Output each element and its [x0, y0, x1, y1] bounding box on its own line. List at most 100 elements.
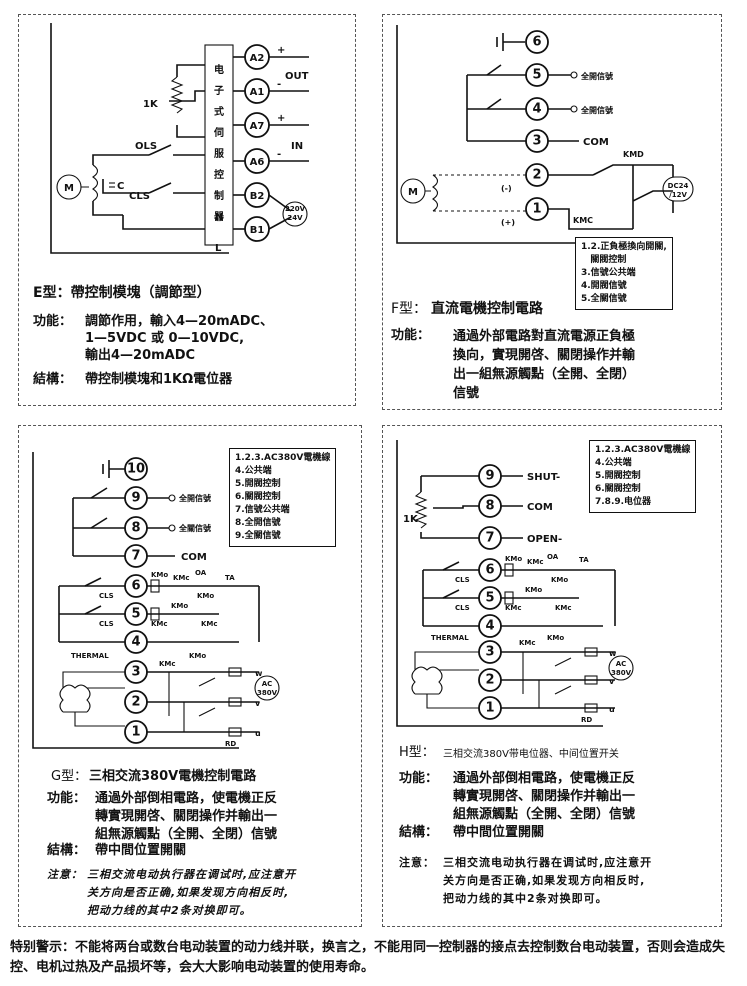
kmo-label-2: KMo: [551, 576, 568, 584]
com-label: COM: [527, 502, 553, 513]
w-label: w: [255, 669, 263, 678]
svg-text:/12V: /12V: [669, 191, 687, 199]
svg-text:24V: 24V: [287, 214, 303, 222]
panel-h-structure-text: 帶中間位置開關: [453, 825, 545, 840]
motor-winding-icon: [59, 671, 125, 727]
terminal-label: 7: [131, 549, 140, 564]
terminal-5: 5: [478, 586, 502, 610]
svg-text:M: M: [64, 183, 74, 194]
ground-icon: [102, 460, 126, 478]
svg-text:B2: B2: [250, 191, 265, 202]
svg-text:B1: B1: [250, 225, 265, 236]
c-label: C: [117, 181, 124, 192]
kmo-label-1: KMo: [151, 571, 168, 579]
svg-text:A2: A2: [250, 53, 265, 64]
ta-label: TA: [225, 574, 235, 582]
terminal-label: 8: [485, 499, 494, 514]
terminal-a7: A7: [244, 112, 270, 138]
terminal-label: 10: [127, 462, 145, 477]
supply-icon: 220V 24V: [282, 201, 308, 227]
panel-h-note-text: 三相交流电动执行器在调试时,应注意开 关方向是否正确,如果发现方向相反时, 把动…: [443, 856, 653, 905]
ac-supply-icon: AC 380V: [608, 655, 634, 681]
terminal-9: 9: [124, 486, 148, 510]
panel-e-function-text: 調節作用，輸入4—20mADC、 1—5VDC 或 0—10VDC, 輸出4—2…: [85, 314, 274, 363]
terminal-label: 6: [485, 563, 494, 578]
panel-e-structure-text: 帶控制模塊和1KΩ電位器: [85, 372, 233, 387]
terminal-label: 4: [131, 635, 140, 650]
kmo-label-4: KMo: [189, 652, 206, 660]
panel-f-legend: 1.2.正負極換向開關, 關閥控制 3.信號公共端 4.開閥信號 5.全關信號: [575, 237, 673, 310]
kmc-label-2: KMc: [151, 620, 168, 628]
panel-h-note-label: 注意：: [399, 856, 435, 869]
oa-label: OA: [195, 569, 207, 577]
kmc-label-1: KMc: [173, 574, 190, 582]
panel-g-title: 三相交流380V電機控制電路: [89, 769, 257, 784]
panel-e-diagram: 电子式伺服控制器 A2 A1 A7 A6 B2 B1 + - + - OUT I…: [50, 23, 309, 254]
panel-g-structure-label: 結構：: [47, 843, 87, 858]
terminal-3: 3: [124, 660, 148, 684]
panel-g-structure-text: 帶中間位置開關: [95, 843, 187, 858]
terminal-label: 3: [131, 665, 140, 680]
terminal-4: 4: [478, 614, 502, 638]
terminal-label: 5: [485, 591, 494, 606]
terminal-2: 2: [124, 690, 148, 714]
thermal-label: THERMAL: [431, 634, 469, 642]
in-label: IN: [291, 141, 303, 152]
terminal-8: 8: [478, 494, 502, 518]
svg-text:A7: A7: [250, 121, 265, 132]
kmc-label-4: KMc: [159, 660, 176, 668]
terminal-label: 2: [485, 673, 494, 688]
terminal-9: 9: [478, 464, 502, 488]
svg-text:4: 4: [532, 102, 541, 117]
terminal-2: 2: [525, 163, 549, 187]
oa-label: OA: [547, 553, 559, 561]
terminal-label: 6: [131, 579, 140, 594]
rd-label: RD: [225, 740, 236, 748]
module-label: 电子式伺服控制器: [213, 63, 225, 223]
svg-text:380V: 380V: [257, 689, 278, 697]
terminal-5: 5: [525, 63, 549, 87]
cls-label-2: CLS: [99, 620, 114, 628]
terminal-3: 3: [525, 129, 549, 153]
ta-label: TA: [579, 556, 589, 564]
terminal-1: 1: [478, 696, 502, 720]
pot-label: 1K: [143, 99, 159, 110]
terminal-2: 2: [478, 668, 502, 692]
panel-f-diagram: 6 5 4 3 2 1 全開信號 全開信號 COM M (-) (+) KMD …: [396, 25, 694, 244]
minus-sign: -: [277, 79, 281, 90]
terminal-5: 5: [124, 602, 148, 626]
sig-4-label: 全開信號: [580, 105, 613, 115]
cls-label-1: CLS: [99, 592, 114, 600]
terminal-label: 5: [131, 607, 140, 622]
kmc-label-1: KMc: [527, 558, 544, 566]
plus-sign: +: [277, 45, 285, 56]
panel-f-type: 6 5 4 3 2 1 全開信號 全開信號 COM M (-) (+) KMD …: [382, 14, 722, 410]
minus-sign: -: [277, 149, 281, 160]
svg-text:AC: AC: [616, 660, 627, 668]
plus-label: (+): [501, 218, 515, 227]
shut-label: SHUT-: [527, 472, 560, 483]
svg-text:5: 5: [532, 68, 541, 83]
svg-text:1: 1: [532, 202, 541, 217]
open-label: OPEN-: [527, 534, 562, 545]
svg-text:A1: A1: [250, 87, 265, 98]
terminal-b1: B1: [244, 216, 270, 242]
panel-g-function-label: 功能：: [47, 791, 87, 806]
plus-sign: +: [277, 113, 285, 124]
panel-e-title: E型：帶控制模塊（調節型）: [33, 285, 211, 301]
svg-text:A6: A6: [250, 157, 265, 168]
kmo-label-4: KMo: [547, 634, 564, 642]
com-label: COM: [583, 137, 609, 148]
ac-supply-icon: AC 380V: [254, 675, 280, 701]
u-label: u: [609, 705, 615, 714]
terminal-label: 7: [485, 531, 494, 546]
terminal-6: 6: [478, 558, 502, 582]
panel-h-title-prefix: H型：: [399, 745, 435, 760]
v-label: v: [255, 699, 261, 708]
cls-label-1: CLS: [455, 576, 470, 584]
kmc-label-3: KMc: [555, 604, 572, 612]
terminal-a6: A6: [244, 148, 270, 174]
panel-h-title: 三相交流380V带电位器、中间位置开关: [443, 749, 619, 760]
